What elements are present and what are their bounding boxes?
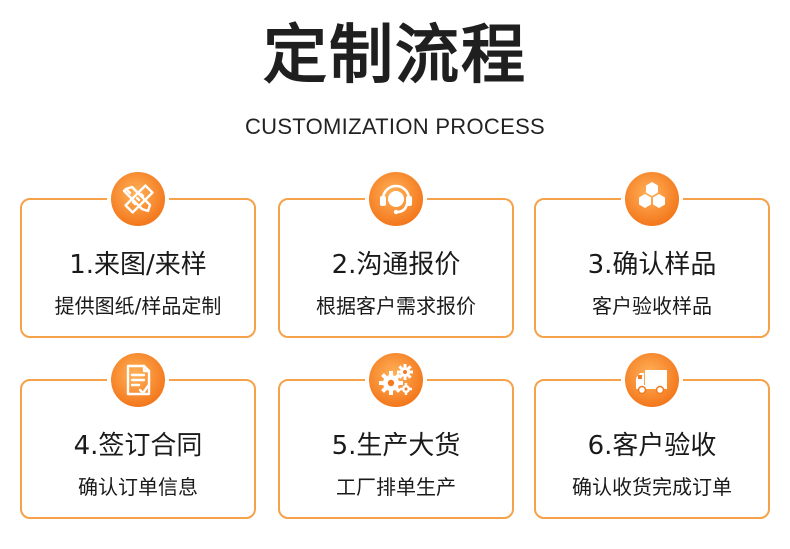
step-title: 5.生产大货: [331, 431, 461, 461]
step-title: 4.签订合同: [73, 431, 203, 461]
step-description: 工厂排单生产: [336, 475, 456, 499]
step-title: 6.客户验收: [587, 431, 717, 461]
page-title: 定制流程: [263, 19, 527, 93]
step-description: 提供图纸/样品定制: [54, 294, 222, 318]
delivery-truck-icon: [625, 353, 679, 407]
customer-service-headset-icon: [369, 172, 423, 226]
step-title: 2.沟通报价: [331, 250, 461, 280]
step-title: 3.确认样品: [587, 250, 717, 280]
page-subtitle: CUSTOMIZATION PROCESS: [244, 114, 546, 139]
cubes-icon: [625, 172, 679, 226]
step-title: 1.来图/来样: [69, 250, 207, 280]
pencil-ruler-icon: [111, 172, 165, 226]
contract-document-icon: [111, 353, 165, 407]
step-card-2: 2.沟通报价 根据客户需求报价: [278, 198, 514, 338]
step-description: 确认收货完成订单: [572, 475, 732, 499]
gears-icon: [369, 353, 423, 407]
step-description: 根据客户需求报价: [316, 294, 476, 318]
step-description: 客户验收样品: [592, 294, 712, 318]
step-description: 确认订单信息: [78, 475, 198, 499]
